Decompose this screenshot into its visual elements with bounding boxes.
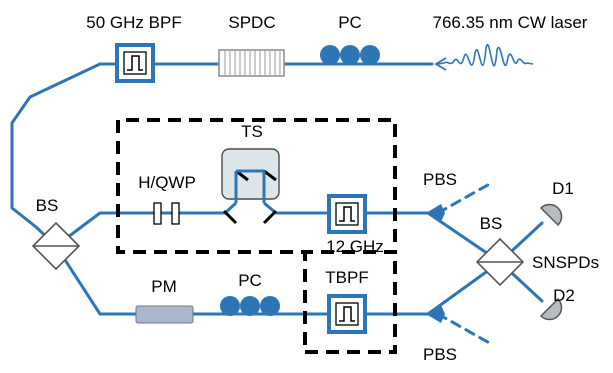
bandpass-filter-icon [115,43,155,83]
label-pbs-top: PBS [423,170,457,189]
pbs-bottom-output [436,312,495,347]
label-12ghz: 12 GHz [326,237,384,256]
translation-stage-icon [221,148,280,225]
label-tbpf: TBPF [325,268,368,287]
beam-splitter-icon [475,237,525,287]
spdc-crystal-icon [218,49,285,77]
label-spdc: SPDC [228,13,275,32]
bandpass-filter-icon [327,294,367,334]
bandpass-filter-icon [327,194,367,234]
waveplate-icon [153,202,180,225]
detector-icon [539,203,563,227]
label-snspds: SNSPDs [532,253,599,272]
label-bs-right: BS [480,214,503,233]
label-bs-left: BS [36,196,59,215]
label-pc-top: PC [338,13,362,32]
label-bpf50: 50 GHz BPF [86,13,181,32]
fiber-top-loop [10,62,434,248]
label-hqwp: H/QWP [138,173,196,192]
label-laser: 766.35 nm CW laser [433,13,588,32]
label-d2: D2 [553,286,575,305]
ts-region-outline [116,118,397,354]
polarization-controller-icon [320,45,380,65]
polarization-controller-icon [220,296,280,316]
label-pc-bottom: PC [238,271,262,290]
label-pm: PM [151,277,177,296]
beam-splitter-icon [31,221,81,271]
phase-modulator-icon [135,305,194,324]
pbs-top-output [436,180,495,215]
polarizing-beam-splitter-icon [426,204,445,222]
fiber-upper-arm [54,211,227,248]
label-d1: D1 [552,179,574,198]
detector-icon [539,297,563,321]
label-ts: TS [241,122,263,141]
fiber-ts-out [274,211,502,264]
polarizing-beam-splitter-icon [426,305,445,323]
laser-wave-icon [434,44,534,71]
label-pbs-bottom: PBS [423,345,457,364]
